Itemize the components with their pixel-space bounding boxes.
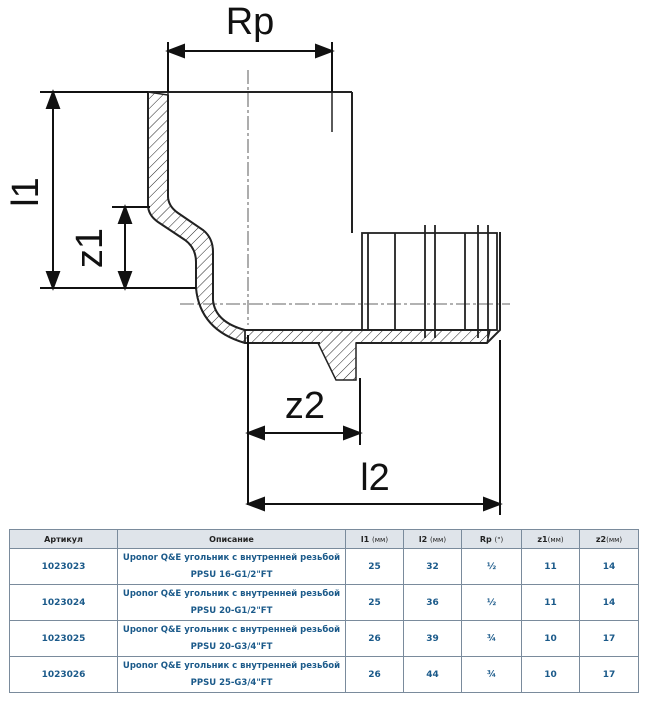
header-l2-unit: (мм)	[430, 535, 447, 544]
table-row: 1023023 Uponor Q&E угольник с внутренней…	[9, 548, 639, 585]
cell-l2: 32	[403, 548, 462, 585]
cell-rp: ¾	[461, 656, 522, 693]
header-l1: l1 (мм)	[345, 529, 404, 549]
dim-l1	[40, 89, 196, 291]
cell-rp: ½	[461, 584, 522, 621]
cell-rp: ¾	[461, 620, 522, 657]
label-l2: l2	[360, 457, 390, 499]
cell-l1: 26	[345, 656, 404, 693]
header-l1-label: l1	[360, 534, 370, 544]
header-rp: Rp (")	[461, 529, 522, 549]
cell-description: Uponor Q&E угольник с внутренней резьбой…	[117, 548, 346, 585]
header-z2-label: z2	[595, 534, 607, 544]
cell-z1: 11	[521, 548, 580, 585]
cell-z2: 17	[579, 620, 639, 657]
desc-line1: Uponor Q&E угольник с внутренней резьбой	[122, 660, 341, 671]
cell-z2: 14	[579, 548, 639, 585]
header-l2-label: l2	[418, 534, 428, 544]
fitting-drawing: Rp l1 z1 z2 l2	[5, 1, 510, 515]
cell-z1: 10	[521, 656, 580, 693]
header-article: Артикул	[9, 529, 118, 549]
cell-l1: 26	[345, 620, 404, 657]
cell-article: 1023026	[9, 656, 118, 693]
table-row: 1023025 Uponor Q&E угольник с внутренней…	[9, 620, 639, 657]
header-z1-unit: (мм)	[547, 535, 564, 544]
desc-line1: Uponor Q&E угольник с внутренней резьбой	[122, 552, 341, 563]
table-row: 1023024 Uponor Q&E угольник с внутренней…	[9, 584, 639, 621]
header-z1: z1(мм)	[521, 529, 580, 549]
dim-l2	[245, 340, 503, 515]
dim-rp	[165, 42, 335, 92]
cell-z2: 14	[579, 584, 639, 621]
hatched-walls	[147, 91, 491, 381]
header-rp-unit: (")	[494, 535, 504, 544]
cell-description: Uponor Q&E угольник с внутренней резьбой…	[117, 620, 346, 657]
cell-rp: ½	[461, 548, 522, 585]
cell-l1: 25	[345, 584, 404, 621]
header-l2: l2 (мм)	[403, 529, 462, 549]
cell-z1: 10	[521, 620, 580, 657]
cell-z1: 11	[521, 584, 580, 621]
cell-article: 1023025	[9, 620, 118, 657]
pex-spigot	[361, 225, 498, 338]
dim-z2	[245, 335, 363, 505]
desc-line2: PPSU 25-G3/4"FT	[190, 677, 273, 688]
label-z1: z1	[69, 228, 111, 268]
table-row: 1023026 Uponor Q&E угольник с внутренней…	[9, 656, 639, 693]
thread-marks	[167, 92, 333, 132]
table-header-row: Артикул Описание l1 (мм) l2 (мм) Rp (") …	[9, 529, 639, 549]
cell-l2: 36	[403, 584, 462, 621]
cell-l2: 44	[403, 656, 462, 693]
header-l1-unit: (мм)	[372, 535, 389, 544]
centerlines	[180, 70, 510, 325]
dim-z1	[112, 204, 150, 291]
cell-z2: 17	[579, 656, 639, 693]
desc-line2: PPSU 20-G1/2"FT	[190, 605, 273, 616]
desc-line2: PPSU 16-G1/2"FT	[190, 569, 273, 580]
label-rp: Rp	[226, 1, 275, 43]
header-rp-label: Rp	[479, 534, 492, 544]
label-l1: l1	[5, 177, 47, 207]
desc-line2: PPSU 20-G3/4"FT	[190, 641, 273, 652]
cell-l2: 39	[403, 620, 462, 657]
cell-article: 1023024	[9, 584, 118, 621]
header-z2: z2(мм)	[579, 529, 639, 549]
header-description: Описание	[117, 529, 346, 549]
cell-article: 1023023	[9, 548, 118, 585]
desc-line1: Uponor Q&E угольник с внутренней резьбой	[122, 588, 341, 599]
cell-l1: 25	[345, 548, 404, 585]
label-z2: z2	[285, 385, 325, 427]
cell-description: Uponor Q&E угольник с внутренней резьбой…	[117, 656, 346, 693]
header-z1-label: z1	[537, 534, 548, 544]
spec-table: Артикул Описание l1 (мм) l2 (мм) Rp (") …	[9, 529, 639, 693]
desc-line1: Uponor Q&E угольник с внутренней резьбой	[122, 624, 341, 635]
header-z2-unit: (мм)	[606, 535, 623, 544]
cell-description: Uponor Q&E угольник с внутренней резьбой…	[117, 584, 346, 621]
